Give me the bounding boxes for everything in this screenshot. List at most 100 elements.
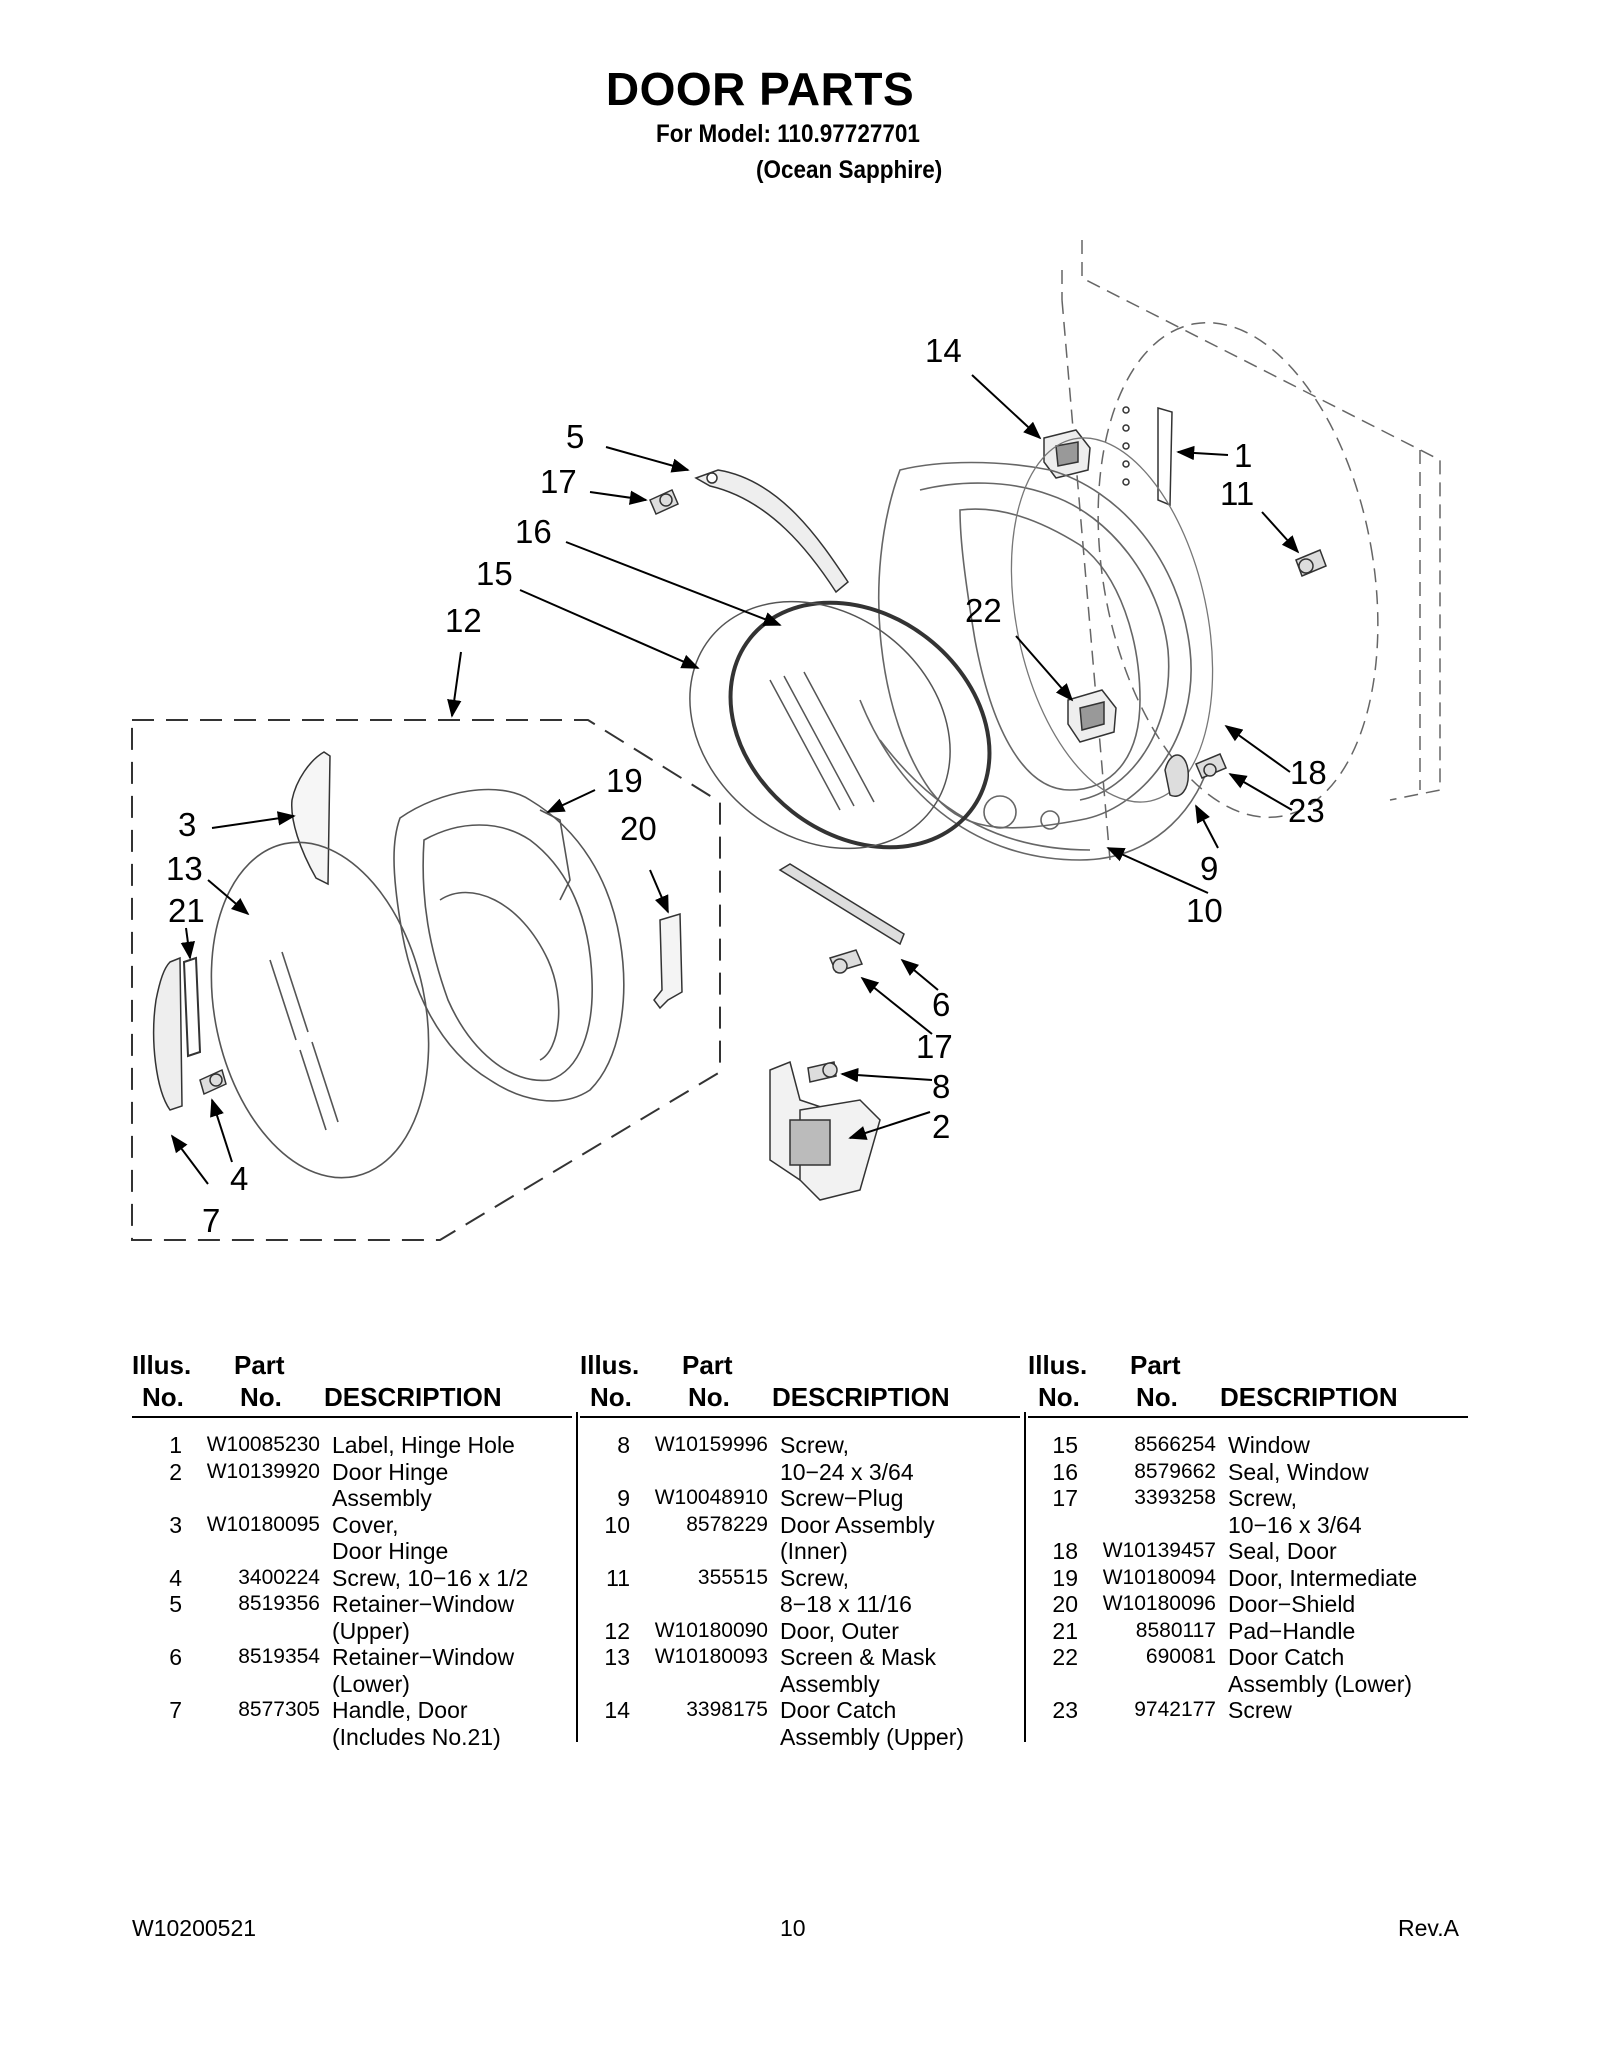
description-line: 10−24 x 3/64 [780,1458,914,1485]
part-number: W10139457 [1102,1539,1216,1562]
part-number: 3400224 [238,1565,320,1589]
part-door-shield [653,912,683,1010]
callout-3: 3 [178,806,196,843]
description-line: (Inner) [780,1538,848,1564]
part-screen-mask-assembly [210,841,430,1179]
part-screw-17-upper [649,489,679,515]
part-hinge-hole-label [1122,406,1173,507]
callout-22: 22 [965,592,1002,629]
column-divider [1024,1412,1026,1742]
description-line: Screw, 10−16 x 1/2 [332,1564,529,1591]
illus-number: 1 [169,1432,182,1458]
description-line: Seal, Window [1228,1458,1369,1485]
illus-number: 19 [1052,1564,1078,1591]
illus-number: 12 [604,1617,630,1644]
illus-number: 13 [604,1644,630,1670]
header-description: DESCRIPTION [324,1382,502,1412]
description-line: Label, Hinge Hole [332,1432,515,1458]
parts-table-header: Illus. No. Part No. DESCRIPTION [1028,1350,1468,1418]
description-line: (Upper) [332,1617,410,1644]
header-part-no: No. [1136,1382,1178,1412]
callout-4: 4 [230,1160,248,1197]
illus-number: 5 [169,1591,182,1617]
header-description: DESCRIPTION [1220,1382,1398,1412]
part-description: Seal, Door [1216,1538,1468,1565]
description-line: Assembly (Lower) [1228,1670,1413,1697]
description-line: Assembly (Upper) [780,1723,965,1750]
page-number: 10 [780,1915,806,1941]
description-line: Screw [1228,1697,1292,1723]
illus-number: 23 [1052,1697,1078,1723]
part-screw-11 [1295,549,1327,577]
part-number: W10139920 [206,1459,320,1483]
header-illus: Illus. [132,1350,192,1380]
model-variant: (Ocean Sapphire) [756,156,943,184]
header-part: Part [682,1350,733,1380]
illus-number: 21 [1052,1617,1078,1644]
part-description: Window [1216,1432,1468,1459]
callout-5: 5 [566,418,584,455]
part-description: Pad−Handle [1216,1618,1468,1645]
callout-6: 6 [932,986,950,1023]
part-screw-plug [1164,754,1189,797]
header-part-no: No. [688,1382,730,1412]
description-line: Seal, Door [1228,1538,1337,1564]
part-number: W10180090 [654,1618,768,1642]
callout-7: 7 [202,1202,220,1239]
description-line: 8−18 x 11/16 [780,1591,912,1617]
part-pad-handle [182,956,202,1058]
part-number: W10180096 [1102,1592,1216,1615]
callout-19: 19 [606,762,643,799]
part-number: 3398175 [686,1698,768,1721]
callout-11: 11 [1220,475,1254,512]
parts-table-header: Illus. No. Part No. DESCRIPTION [580,1350,1020,1418]
illus-number: 17 [1052,1485,1078,1511]
description-line: Door Catch [780,1697,897,1723]
column-divider [576,1412,578,1742]
part-door-catch-upper [1043,429,1091,479]
description-line: Pad−Handle [1228,1617,1356,1644]
description-line: Handle, Door [332,1697,468,1723]
model-number: For Model: 110.97727701 [656,120,920,148]
part-number: W10180095 [206,1512,320,1536]
part-description: Screw [1216,1697,1468,1724]
part-number: 8578229 [686,1512,768,1536]
part-door-catch-lower [1067,689,1117,743]
part-door-handle [152,956,183,1111]
description-line: (Lower) [332,1670,410,1697]
description-line: Window [1228,1432,1310,1458]
parts-table-header: Illus. No. Part No. DESCRIPTION [132,1350,572,1418]
callout-14: 14 [925,332,962,369]
description-line: Door, Intermediate [1228,1564,1418,1591]
description-line: Screen & Mask [780,1644,936,1670]
part-description: Screw,10−24 x 3/64 [768,1432,1020,1485]
callout-10: 10 [1186,892,1223,929]
part-number: 8580117 [1135,1618,1216,1642]
callout-23: 23 [1288,792,1325,829]
header-illus-no: No. [142,1382,184,1412]
callout-18: 18 [1290,754,1327,791]
illus-number: 20 [1052,1591,1078,1617]
part-description: Seal, Window [1216,1459,1468,1486]
illus-number: 7 [169,1697,182,1723]
